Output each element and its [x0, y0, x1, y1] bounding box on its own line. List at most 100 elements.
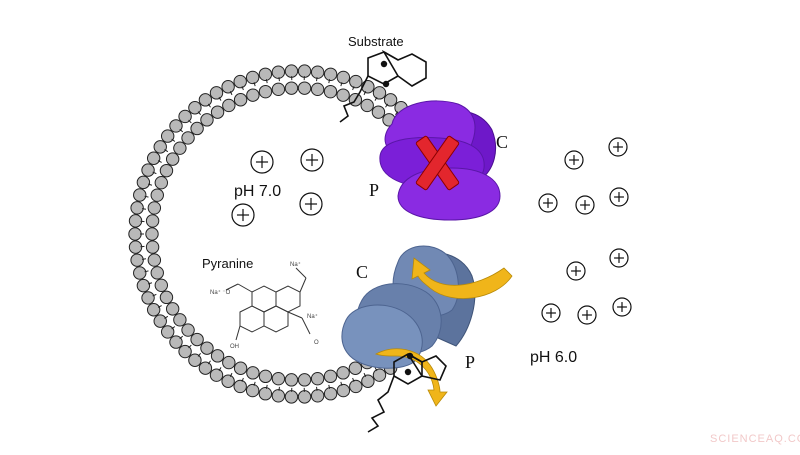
proton-icon: [301, 149, 323, 171]
lipid-head-inner: [166, 153, 178, 165]
proton-icon: [232, 204, 254, 226]
lipid-head-inner: [191, 333, 203, 345]
lipid-head-inner: [155, 279, 167, 291]
lipid-head-inner: [146, 228, 158, 240]
lipid-head-outer: [222, 375, 234, 387]
lipid-head-inner: [223, 99, 235, 111]
lipid-head-inner: [337, 89, 349, 101]
lipid-head-outer: [210, 369, 222, 381]
proton-icon: [610, 188, 628, 206]
lipid-head-inner: [259, 85, 271, 97]
pyranine-structure: [226, 268, 310, 340]
lipid-head-outer: [350, 75, 362, 87]
lipid-head-outer: [272, 390, 284, 402]
lipid-head-inner: [337, 367, 349, 379]
lipid-head-inner: [182, 324, 194, 336]
lipid-head-inner: [174, 314, 186, 326]
lipid-head-inner: [182, 132, 194, 144]
lipid-head-outer: [137, 176, 149, 188]
proton-icon: [610, 249, 628, 267]
protons-outside: [539, 138, 631, 324]
dye-label: Pyranine: [202, 256, 253, 271]
lipid-head-inner: [285, 374, 297, 386]
svg-text:Na⁺: Na⁺: [290, 261, 301, 268]
domain-p-label-top: P: [369, 180, 379, 200]
substrate-label: Substrate: [348, 34, 404, 49]
lipid-head-outer: [350, 380, 362, 392]
lipid-head-outer: [129, 241, 141, 253]
lipid-head-inner: [272, 83, 284, 95]
lipid-head-outer: [362, 81, 374, 93]
lipid-head-inner: [259, 370, 271, 382]
lipid-head-outer: [259, 68, 271, 80]
lipid-head-outer: [246, 384, 258, 396]
lipid-head-outer: [234, 75, 246, 87]
lipid-head-outer: [373, 369, 385, 381]
inhibited-transporter: [380, 101, 500, 220]
substrate-node-top-2: [383, 81, 389, 87]
domain-c-label-top: C: [496, 132, 508, 152]
lipid-head-outer: [142, 164, 154, 176]
lipid-head-outer: [298, 391, 310, 403]
lipid-head-outer: [161, 326, 173, 338]
lipid-head-inner: [155, 176, 167, 188]
lipid-head-outer: [222, 81, 234, 93]
lipid-head-inner: [234, 94, 246, 106]
domain-c-label-bottom: C: [356, 262, 368, 282]
lipid-head-outer: [147, 304, 159, 316]
lipid-head-inner: [311, 372, 323, 384]
lipid-head-inner: [223, 356, 235, 368]
substrate-node-bottom-1: [407, 353, 413, 359]
lipid-head-outer: [154, 141, 166, 153]
lipid-head-inner: [247, 367, 259, 379]
lipid-head-inner: [272, 372, 284, 384]
svg-text:OH: OH: [230, 344, 239, 350]
lipid-head-outer: [134, 267, 146, 279]
lipid-head-outer: [285, 65, 297, 77]
lipid-head-outer: [246, 71, 258, 83]
lipid-head-outer: [137, 279, 149, 291]
lipid-head-outer: [373, 87, 385, 99]
lipid-head-outer: [337, 71, 349, 83]
lipid-head-outer: [131, 202, 143, 214]
lipid-head-inner: [160, 291, 172, 303]
lipid-head-outer: [131, 254, 143, 266]
lipid-tail: [142, 259, 146, 260]
proton-icon: [565, 151, 583, 169]
lipid-head-outer: [324, 388, 336, 400]
proton-icon: [609, 138, 627, 156]
lipid-head-inner: [201, 342, 213, 354]
lipid-head-outer: [324, 68, 336, 80]
lipid-head-outer: [189, 102, 201, 114]
substrate-node-bottom-2: [405, 369, 411, 375]
lipid-head-inner: [285, 82, 297, 94]
lipid-head-inner: [324, 85, 336, 97]
proton-icon: [613, 298, 631, 316]
lipid-head-outer: [129, 228, 141, 240]
lipid-head-outer: [134, 189, 146, 201]
lipid-head-inner: [311, 83, 323, 95]
lipid-head-outer: [384, 94, 396, 106]
svg-text:Na⁺ ⁻O: Na⁺ ⁻O: [210, 289, 231, 296]
domain-p-label-bottom: P: [465, 352, 475, 372]
lipid-head-outer: [129, 215, 141, 227]
lipid-head-outer: [234, 380, 246, 392]
lipid-head-outer: [311, 66, 323, 78]
lipid-head-inner: [166, 303, 178, 315]
lipid-head-outer: [210, 87, 222, 99]
lipid-head-outer: [199, 94, 211, 106]
lipid-head-outer: [362, 375, 374, 387]
watermark: SCIENCEAQ.COM: [710, 433, 800, 445]
lipid-head-inner: [191, 122, 203, 134]
lipid-tail: [142, 209, 146, 210]
lipid-head-outer: [147, 152, 159, 164]
lipid-head-outer: [337, 384, 349, 396]
lipid-head-outer: [199, 362, 211, 374]
lipid-head-inner: [372, 106, 384, 118]
lipid-head-outer: [161, 130, 173, 142]
proton-icon: [576, 196, 594, 214]
proton-icon: [542, 304, 560, 322]
lipid-head-outer: [285, 391, 297, 403]
